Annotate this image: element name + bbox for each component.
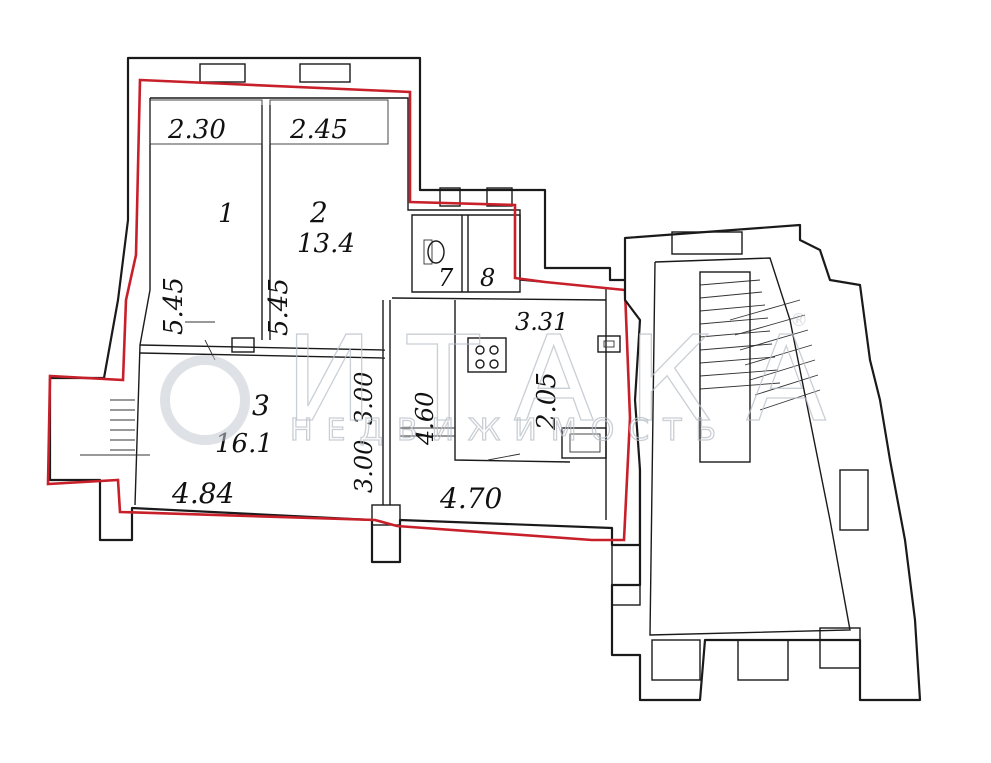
- dim-kitchen-length: 4.70: [439, 482, 502, 515]
- dimension-labels: 2.30 2.45 5.45 5.45 4.84 3.00 4.60 3.00 …: [159, 115, 568, 515]
- dim-room1-length: 5.45: [159, 277, 189, 335]
- watermark-logo-icon: [160, 355, 250, 445]
- dim-room2-length: 5.45: [264, 278, 294, 336]
- watermark-registered: ®: [790, 310, 808, 331]
- room-number-3: 3: [252, 389, 270, 422]
- room-number-1: 1: [218, 199, 235, 229]
- room-number-7: 7: [438, 264, 454, 292]
- dim-room3-depth: 3.00: [350, 440, 378, 493]
- staircase-block: [610, 223, 922, 702]
- room-labels: 1 2 13.4 3 16.1 7 8: [215, 196, 495, 459]
- room-number-2: 2: [309, 196, 328, 229]
- room-area-2: 13.4: [297, 229, 355, 259]
- watermark-brand: ИТАКА: [285, 310, 861, 448]
- dim-corridor-length: 4.60: [411, 392, 439, 446]
- dim-room2-width: 2.45: [289, 115, 348, 145]
- apartment-boundary: [46, 78, 632, 542]
- dim-kitchen-depth: 2.05: [532, 372, 562, 431]
- dim-room1-width: 2.30: [167, 115, 226, 145]
- dim-room3-width: 4.84: [171, 477, 234, 510]
- room-number-8: 8: [480, 264, 495, 292]
- watermark: ИТАКА ® НЕДВИЖИМОСТЬ: [160, 309, 861, 449]
- watermark-tagline: НЕДВИЖИМОСТЬ: [290, 413, 730, 448]
- dim-corridor-width: 3.00: [350, 372, 378, 425]
- dim-kitchen-width: 3.31: [515, 308, 568, 336]
